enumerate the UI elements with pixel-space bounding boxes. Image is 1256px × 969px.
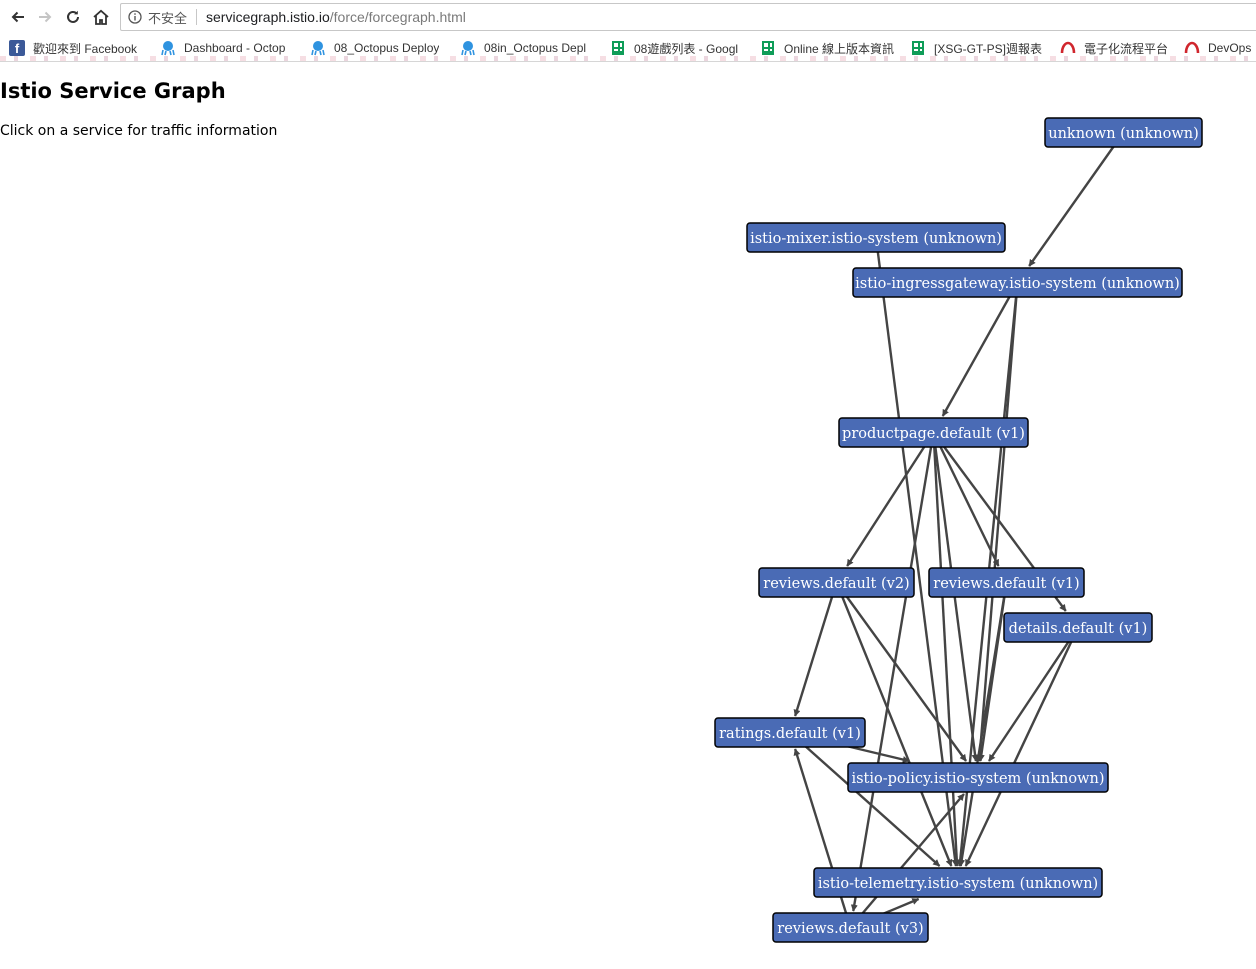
bookmark-online-version[interactable]: Online 線上版本資訊 — [760, 39, 897, 57]
sheets-icon — [910, 40, 926, 56]
url-host: servicegraph.istio.io — [206, 9, 330, 25]
bookmark-label: Dashboard - Octop — [184, 41, 286, 55]
service-node-label: istio-telemetry.istio-system (unknown) — [818, 876, 1098, 892]
forward-arrow-icon — [39, 11, 52, 23]
edge-reviews3-to-ratings — [793, 748, 852, 928]
page-title: Istio Service Graph — [0, 79, 226, 103]
reload-icon — [67, 10, 79, 23]
edge-reviews1-to-telemetry — [958, 582, 1008, 867]
bookmark-octopus-deploy[interactable]: 08_Octopus Deploy — [310, 39, 447, 57]
bookmark-dashboard-octopus[interactable]: Dashboard - Octop — [160, 39, 297, 57]
service-node-unknown[interactable]: unknown (unknown) — [1044, 117, 1203, 148]
service-node-label: unknown (unknown) — [1048, 126, 1199, 142]
info-icon[interactable] — [128, 10, 142, 24]
edge-productpage-to-reviews2 — [846, 431, 935, 567]
bookmark-game-list[interactable]: 08遊戲列表 - Googl — [610, 39, 747, 57]
service-node-box[interactable] — [813, 867, 1103, 898]
sheets-icon — [760, 40, 776, 56]
bookmark-label: Online 線上版本資訊 — [784, 41, 895, 56]
service-node-label: reviews.default (v3) — [777, 921, 923, 937]
service-node-reviews3[interactable]: reviews.default (v3) — [772, 912, 929, 943]
octopus-icon — [310, 40, 326, 56]
service-node-box[interactable] — [746, 222, 1006, 253]
bookmark-facebook[interactable]: f 歡迎來到 Facebook — [9, 39, 147, 57]
address-bar[interactable]: 不安全 servicegraph.istio.io/force/forcegra… — [120, 3, 1256, 31]
service-node-ratings[interactable]: ratings.default (v1) — [714, 717, 866, 748]
service-node-mixer[interactable]: istio-mixer.istio-system (unknown) — [746, 222, 1006, 253]
service-node-policy[interactable]: istio-policy.istio-system (unknown) — [847, 762, 1109, 793]
service-node-telemetry[interactable]: istio-telemetry.istio-system (unknown) — [813, 867, 1103, 898]
back-button[interactable] — [5, 4, 31, 30]
service-node-details[interactable]: details.default (v1) — [1003, 612, 1153, 643]
service-graph: unknown (unknown) istio-mixer.istio-syste… — [714, 117, 1203, 943]
home-icon — [93, 9, 109, 25]
edge-unknown-to-ingress — [1028, 131, 1125, 267]
edge-productpage-to-reviews1 — [932, 431, 1000, 567]
page-subtitle: Click on a service for traffic informati… — [0, 123, 278, 139]
service-node-box[interactable] — [758, 567, 915, 598]
service-node-box[interactable] — [928, 567, 1085, 598]
edge-ratings-to-telemetry — [789, 731, 941, 867]
bookmark-devops[interactable]: DevOps — [1184, 39, 1256, 57]
bookmark-label: [XSG-GT-PS]週報表 — [934, 41, 1043, 56]
edge-productpage-to-telemetry — [932, 432, 961, 867]
facebook-icon: f — [9, 40, 25, 56]
bookmark-label: 08in_Octopus Depl — [484, 41, 587, 55]
edge-details-to-telemetry — [964, 626, 1080, 867]
bookmark-label: 08遊戲列表 - Googl — [634, 41, 739, 56]
edge-productpage-to-reviews3 — [850, 432, 935, 912]
service-node-productpage[interactable]: productpage.default (v1) — [838, 417, 1029, 448]
octopus-icon — [460, 40, 476, 56]
edge-mixer-to-telemetry — [874, 237, 959, 867]
redhat-icon — [1060, 40, 1076, 56]
url-path: /force/forcegraph.html — [329, 9, 466, 25]
service-node-label: istio-ingressgateway.istio-system (unkno… — [855, 276, 1180, 292]
service-node-box[interactable] — [1044, 117, 1203, 148]
bookmark-octopus-deploy-in[interactable]: 08in_Octopus Depl — [460, 39, 597, 57]
service-node-box[interactable] — [852, 267, 1183, 298]
browser-toolbar: 不安全 servicegraph.istio.io/force/forcegra… — [0, 0, 1256, 34]
bookmark-process-platform[interactable]: 電子化流程平台 — [1060, 39, 1176, 57]
service-node-label: reviews.default (v1) — [933, 576, 1079, 592]
bookmark-weekly-report[interactable]: [XSG-GT-PS]週報表 — [910, 39, 1047, 57]
sheets-icon — [610, 40, 626, 56]
service-node-reviews1[interactable]: reviews.default (v1) — [928, 567, 1085, 598]
edge-reviews2-to-policy — [835, 581, 967, 762]
bookmarks-bar: f 歡迎來到 Facebook Dashboard - Octop 08_Oct… — [0, 34, 1256, 62]
service-node-box[interactable] — [1003, 612, 1153, 643]
octopus-icon — [160, 40, 176, 56]
redhat-icon — [1184, 40, 1200, 56]
service-node-label: ratings.default (v1) — [719, 726, 861, 742]
service-node-box[interactable] — [772, 912, 929, 943]
service-node-reviews2[interactable]: reviews.default (v2) — [758, 567, 915, 598]
service-node-box[interactable] — [714, 717, 866, 748]
service-node-ingress[interactable]: istio-ingressgateway.istio-system (unkno… — [852, 267, 1183, 298]
bookmark-label: 電子化流程平台 — [1084, 41, 1169, 56]
omnibox-divider — [196, 9, 198, 25]
service-node-label: details.default (v1) — [1009, 621, 1148, 637]
service-node-box[interactable] — [838, 417, 1029, 448]
forward-button[interactable] — [32, 4, 58, 30]
service-node-label: istio-policy.istio-system (unknown) — [851, 771, 1104, 787]
reload-button[interactable] — [60, 4, 86, 30]
service-node-label: reviews.default (v2) — [763, 576, 909, 592]
graph-nodes: unknown (unknown) istio-mixer.istio-syste… — [714, 117, 1203, 943]
bookmark-label: 08_Octopus Deploy — [334, 41, 440, 55]
edge-reviews3-to-policy — [849, 793, 965, 929]
edge-ingress-to-productpage — [941, 281, 1019, 417]
edge-details-to-policy — [988, 626, 1079, 762]
edge-reviews2-to-telemetry — [835, 582, 953, 867]
service-node-box[interactable] — [847, 762, 1109, 793]
service-node-label: productpage.default (v1) — [842, 426, 1025, 442]
security-label[interactable]: 不安全 — [148, 10, 188, 26]
bookmark-label: 歡迎來到 Facebook — [33, 41, 138, 56]
service-node-label: istio-mixer.istio-system (unknown) — [750, 231, 1002, 247]
back-arrow-icon — [11, 11, 24, 23]
bookmark-label: DevOps — [1208, 41, 1252, 55]
edge-reviews2-to-ratings — [793, 582, 838, 717]
home-button[interactable] — [88, 4, 114, 30]
